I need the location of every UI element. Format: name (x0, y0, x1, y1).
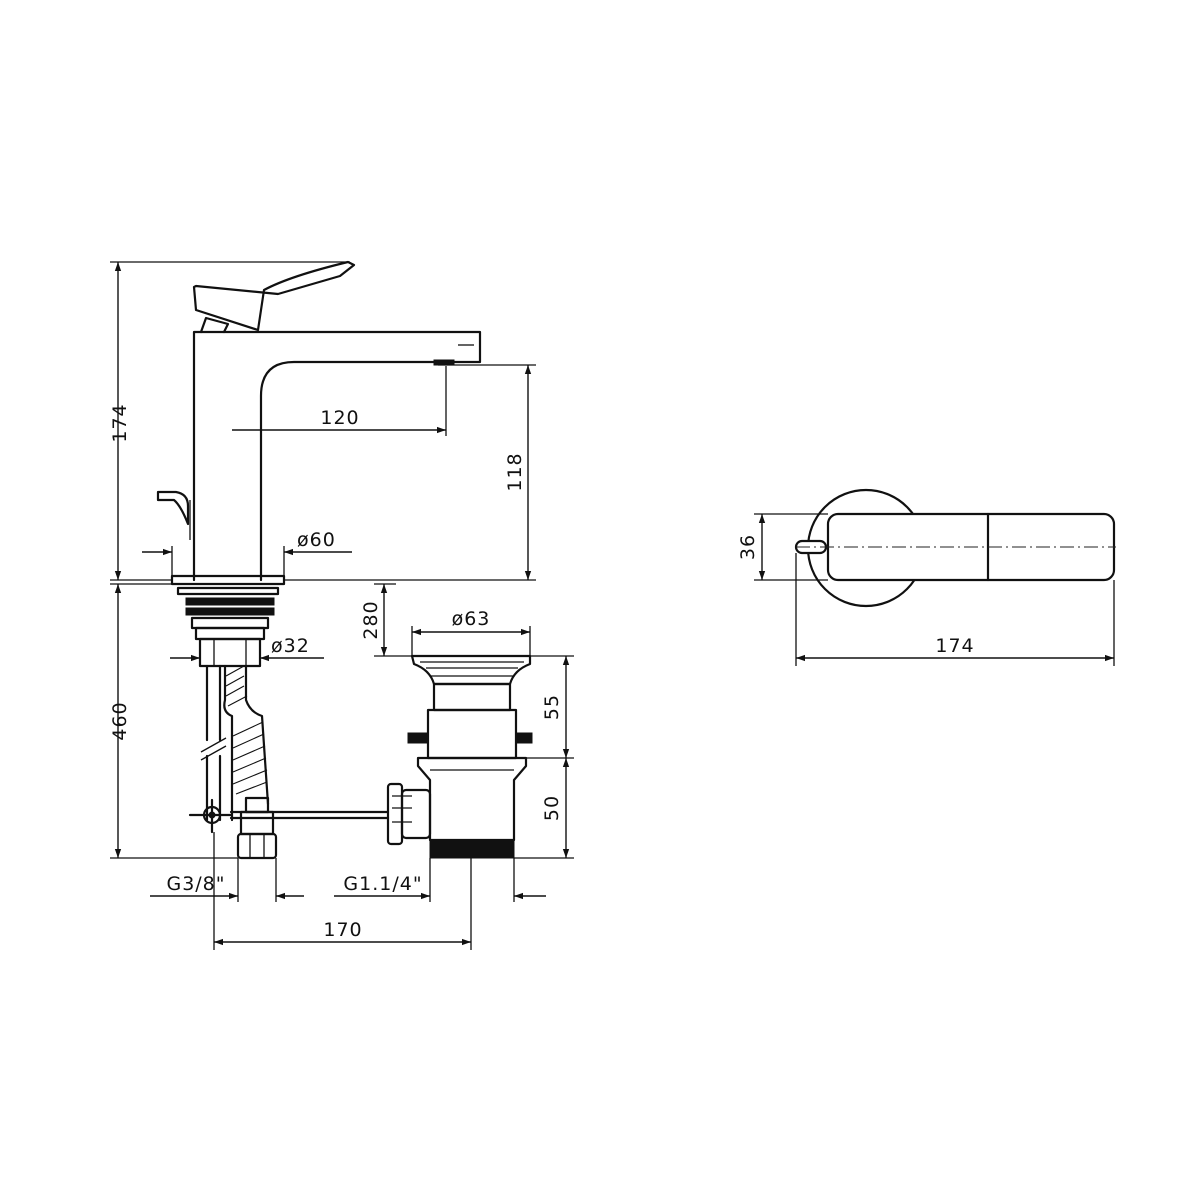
dim-supply-thread: G3/8" (166, 873, 225, 895)
dim-rod-length: 170 (323, 919, 362, 941)
braided-hose-hatch (225, 665, 268, 795)
waste-body-upper (432, 682, 512, 712)
dim-waste-flange-diameter: ø63 (452, 608, 491, 630)
mixer-top-view: 36 174 (737, 488, 1116, 666)
deck-washer (176, 586, 280, 596)
dim-overall-height: 174 (109, 403, 131, 442)
popup-rod-knob (156, 490, 190, 526)
hose-connector (244, 796, 270, 814)
dim-hose-length: 460 (109, 701, 131, 740)
fixing-plate-1 (185, 597, 275, 606)
dim-shank-diameter: ø32 (271, 635, 310, 657)
mixer-front-view (156, 260, 482, 586)
supply-hoses (188, 664, 390, 860)
shank-lower (198, 637, 262, 668)
lever-cartridge (199, 316, 230, 334)
lever-handle (192, 260, 356, 332)
fixing-plate-2 (185, 607, 275, 616)
rod-connector (400, 788, 432, 840)
waste-lock-nut-right (515, 732, 533, 744)
waste-body-mid (426, 708, 518, 760)
dim-waste-lower-height: 50 (541, 795, 563, 821)
front-view-dimensions: 174 120 118 ø60 280 ø32 ø63 (109, 261, 574, 950)
fixing-nut (190, 616, 270, 630)
popup-waste (386, 654, 533, 859)
shank-upper (194, 626, 266, 641)
waste-flange (410, 654, 532, 686)
dim-max-deck-thickness: 280 (360, 600, 382, 639)
mixer-body-outline (192, 330, 482, 582)
dim-waste-upper-height: 55 (541, 694, 563, 720)
shutoff-valve (202, 805, 222, 825)
fixing-assembly (176, 586, 280, 668)
g38-nut (236, 832, 278, 860)
dim-waste-thread: G1.1/4" (343, 873, 422, 895)
dim-base-diameter: ø60 (297, 529, 336, 551)
waste-thread-g114 (429, 839, 515, 859)
aerator (433, 359, 455, 366)
mixer-base (170, 574, 286, 586)
dim-spout-reach: 120 (320, 407, 359, 429)
dim-top-view-depth: 36 (737, 534, 759, 560)
dim-spout-height: 118 (504, 452, 526, 491)
waste-lock-nut-left (407, 732, 429, 744)
dim-top-view-length: 174 (935, 635, 974, 657)
